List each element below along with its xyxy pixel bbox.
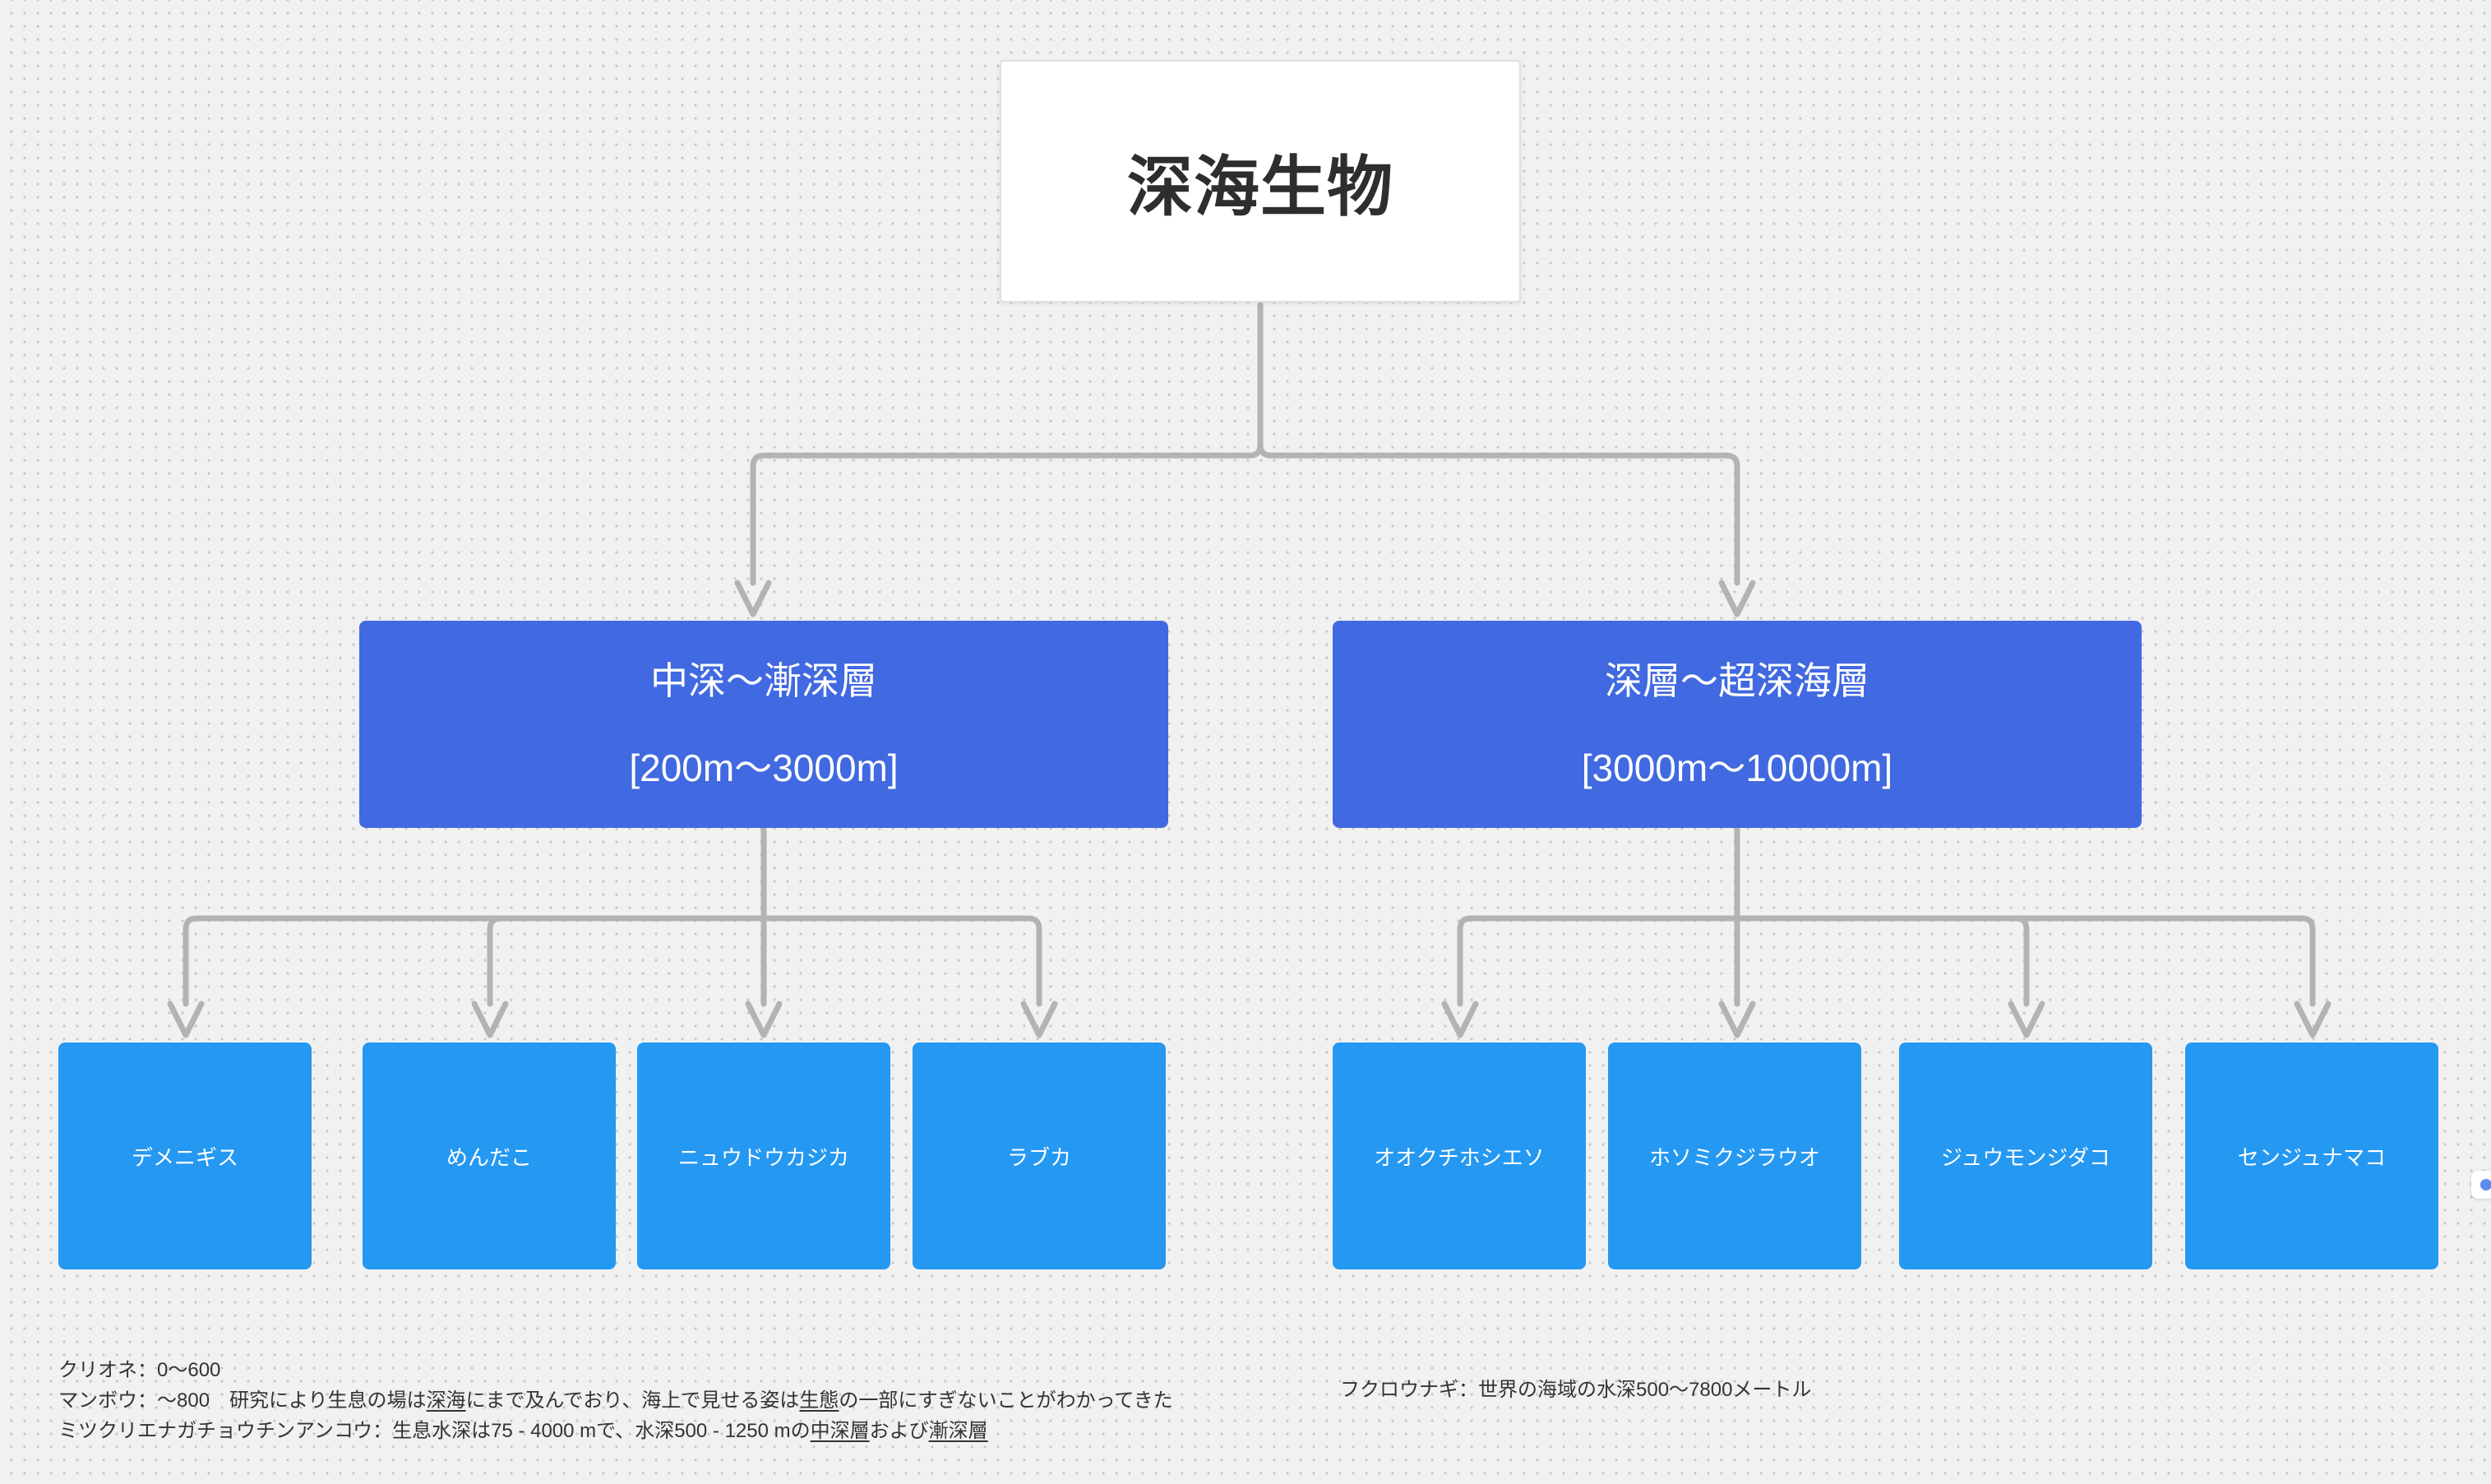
note-text: にまで及んでおり、海上で見せる姿は bbox=[465, 1389, 800, 1412]
notes-left-block[interactable]: クリオネ：0〜600 マンボウ：〜800 研究により生息の場は深海にまで及んでお… bbox=[58, 1355, 1173, 1446]
group-label-line1: 中深〜漸深層 bbox=[650, 659, 877, 702]
node-leaf-nyuudoukajika[interactable]: ニュウドウカジカ bbox=[637, 1042, 890, 1269]
node-group-mesopelagic[interactable]: 中深〜漸深層 [200m〜3000m] bbox=[359, 621, 1168, 828]
note-line: ミツクリエナガチョウチンアンコウ：生息水深は75 - 4000 mで、水深500… bbox=[58, 1416, 1173, 1446]
connector-left-parent-to-leaf-1[interactable] bbox=[167, 826, 767, 1038]
connector-right-parent-to-leaf-1[interactable] bbox=[1441, 826, 1740, 1038]
leaf-label: ジュウモンジダコ bbox=[1941, 1144, 2110, 1170]
group-label-line1: 深層〜超深海層 bbox=[1605, 659, 1869, 702]
note-text: マンボウ：〜800 研究により生息の場は bbox=[58, 1389, 427, 1412]
node-leaf-demenigisu[interactable]: デメニギス bbox=[58, 1042, 312, 1269]
note-text: および bbox=[869, 1420, 929, 1442]
note-link: 生態 bbox=[799, 1389, 839, 1412]
group-label-line2: [200m〜3000m] bbox=[629, 747, 899, 789]
connector-left-parent-to-leaf-3[interactable] bbox=[745, 826, 783, 1038]
node-leaf-mendako[interactable]: めんだこ bbox=[363, 1042, 616, 1269]
note-line: クリオネ：0〜600 bbox=[58, 1355, 1173, 1385]
connector-root-to-left-group[interactable] bbox=[734, 302, 1264, 617]
leaf-label: ラブカ bbox=[1006, 1144, 1071, 1170]
connector-root-to-right-group[interactable] bbox=[1257, 302, 1756, 617]
node-root[interactable]: 深海生物 bbox=[1000, 60, 1521, 303]
node-leaf-ookuchihoshieso[interactable]: オオクチホシエソ bbox=[1333, 1042, 1586, 1269]
note-link: 中深層 bbox=[810, 1420, 870, 1442]
connector-left-parent-to-leaf-2[interactable] bbox=[471, 915, 509, 1038]
group-label-line2: [3000m〜10000m] bbox=[1581, 747, 1893, 789]
leaf-label: センジュナマコ bbox=[2237, 1144, 2387, 1170]
note-text: クリオネ：0〜600 bbox=[58, 1359, 221, 1381]
root-label: 深海生物 bbox=[1127, 150, 1393, 224]
leaf-label: ニュウドウカジカ bbox=[677, 1144, 849, 1170]
node-leaf-juumonjidako[interactable]: ジュウモンジダコ bbox=[1899, 1042, 2152, 1269]
note-link: 漸深層 bbox=[928, 1420, 988, 1442]
note-link: 深海 bbox=[426, 1389, 466, 1412]
note-text: の一部にすぎないことがわかってきた bbox=[839, 1389, 1173, 1412]
leaf-label: オオクチホシエソ bbox=[1374, 1144, 1545, 1170]
presence-widget[interactable] bbox=[2471, 1171, 2491, 1199]
connector-right-parent-to-leaf-2[interactable] bbox=[1718, 826, 1756, 1038]
presence-dot-icon bbox=[2480, 1179, 2491, 1190]
connector-right-parent-to-leaf-3[interactable] bbox=[2008, 915, 2045, 1038]
note-line: マンボウ：〜800 研究により生息の場は深海にまで及んでおり、海上で見せる姿は生… bbox=[58, 1385, 1173, 1416]
note-text: ミツクリエナガチョウチンアンコウ：生息水深は75 - 4000 mで、水深500… bbox=[58, 1420, 811, 1442]
node-leaf-rabuka[interactable]: ラブカ bbox=[913, 1042, 1166, 1269]
node-leaf-senjunamako[interactable]: センジュナマコ bbox=[2185, 1042, 2438, 1269]
connector-right-parent-to-leaf-4[interactable] bbox=[1734, 915, 2332, 1038]
notes-right-block[interactable]: フクロウナギ：世界の海域の水深500〜7800メートル bbox=[1340, 1375, 1811, 1405]
note-line: フクロウナギ：世界の海域の水深500〜7800メートル bbox=[1340, 1379, 1812, 1401]
node-group-abyssal[interactable]: 深層〜超深海層 [3000m〜10000m] bbox=[1333, 621, 2142, 828]
leaf-label: デメニギス bbox=[131, 1144, 238, 1170]
leaf-label: ホソミクジラウオ bbox=[1648, 1144, 1820, 1170]
node-leaf-hosomikujirauo[interactable]: ホソミクジラウオ bbox=[1608, 1042, 1861, 1269]
leaf-label: めんだこ bbox=[446, 1144, 532, 1170]
connector-left-parent-to-leaf-4[interactable] bbox=[760, 915, 1058, 1038]
